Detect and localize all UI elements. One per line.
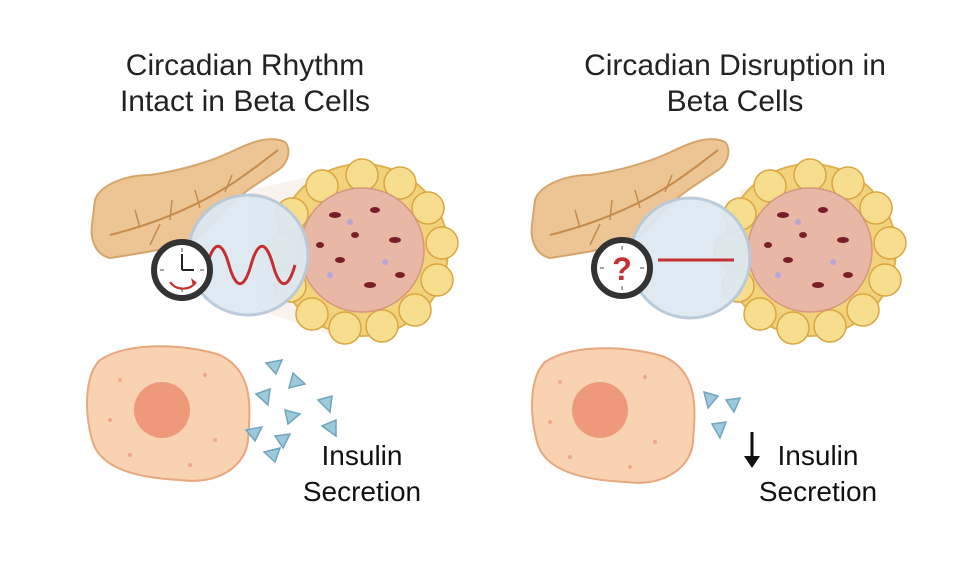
panel-disrupted: Circadian Disruption in Beta Cells <box>490 0 980 577</box>
cell-granules <box>108 373 217 467</box>
islet-cells <box>764 207 853 288</box>
circadian-wave <box>205 244 297 286</box>
insulin-secretion-label: Insulin Secretion <box>292 438 432 510</box>
title-line-1: Circadian Rhythm <box>125 49 365 82</box>
nucleus <box>134 382 190 438</box>
islet-cells <box>316 207 405 288</box>
pancreas-icon <box>90 138 290 260</box>
down-arrow-icon <box>744 432 760 468</box>
islet-core <box>747 187 873 313</box>
clock-question-icon: ? <box>591 237 653 299</box>
title-line-2: Intact in Beta Cells <box>119 85 371 118</box>
label-line-1: Insulin <box>321 440 403 471</box>
insulin-icon <box>702 390 742 440</box>
beta-cell-icon <box>531 347 696 484</box>
clock-icon <box>151 239 213 301</box>
nucleus <box>572 382 628 438</box>
beta-cell-icon <box>86 345 251 482</box>
label-line-1: Insulin <box>777 440 859 471</box>
title-line-1: Circadian Disruption in <box>584 49 886 82</box>
islet-cells-alt <box>775 219 836 278</box>
intact-illustration <box>86 138 459 482</box>
panel-intact: Circadian Rhythm Intact in Beta Cells <box>0 48 490 510</box>
pancreas-branch <box>574 174 673 246</box>
panel-title: Circadian Rhythm Intact in Beta Cells <box>0 48 490 120</box>
label-line-2: Secretion <box>302 476 422 507</box>
islet-core <box>299 187 425 313</box>
label-line-2: Secretion <box>758 476 878 507</box>
disrupted-illustration: ? <box>530 138 907 484</box>
insulin-secretion-label: Insulin Secretion <box>748 438 888 510</box>
insulin-icon <box>244 359 337 464</box>
question-mark: ? <box>612 251 632 287</box>
islet-cells-alt <box>327 219 388 278</box>
title-line-2: Beta Cells <box>666 85 804 118</box>
pancreas-branch <box>134 174 233 246</box>
panel-title: Circadian Disruption in Beta Cells <box>490 48 980 120</box>
cell-granules <box>548 375 657 469</box>
pancreas-icon <box>530 138 730 260</box>
